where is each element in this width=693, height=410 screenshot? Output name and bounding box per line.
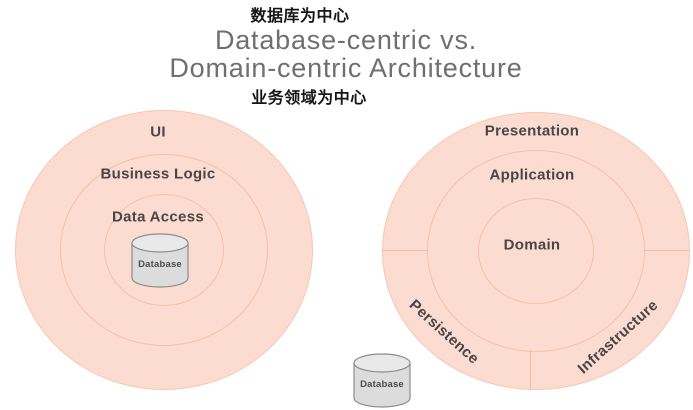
right-presentation-label: Presentation [484, 122, 580, 140]
left-data-access-label: Data Access [112, 208, 204, 226]
left-ui-label: UI [150, 123, 166, 141]
header-cn-database-centric: 数据库为中心 [250, 8, 350, 25]
right-application-label: Application [489, 166, 575, 184]
right-inner-ring [478, 198, 594, 304]
left-middle-ring [60, 154, 268, 346]
left-database-label: Database [138, 259, 182, 270]
right-domain-label: Domain [503, 236, 561, 254]
main-title-line-2: Domain-centric Architecture [169, 53, 523, 83]
sector-divider-right [644, 250, 689, 251]
sector-divider-bottom [530, 350, 531, 390]
header-cn-domain-centric: 业务领域为中心 [251, 90, 367, 107]
right-database-cylinder-icon: Database [353, 353, 411, 408]
left-inner-ring [104, 194, 224, 306]
main-title-line-1: Database-centric vs. [214, 25, 478, 55]
right-middle-ring [427, 150, 645, 352]
right-database-label: Database [360, 379, 404, 390]
left-database-cylinder-icon: Database [131, 233, 189, 288]
sector-divider-left [383, 250, 428, 251]
left-business-logic-label: Business Logic [100, 165, 216, 183]
